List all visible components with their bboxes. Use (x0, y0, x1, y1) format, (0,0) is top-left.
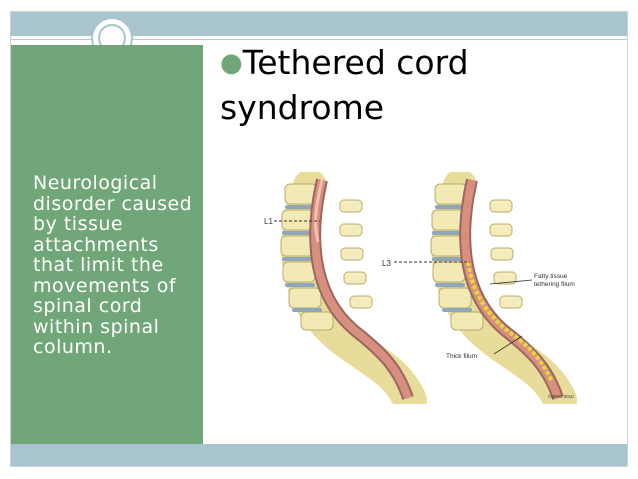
slide: Neurological disorder caused by tissue a… (10, 11, 628, 467)
top-divider (11, 39, 627, 40)
bullet-icon: ● (220, 48, 243, 78)
left-spine-diagram: L1 (264, 172, 427, 404)
side-description: Neurological disorder caused by tissue a… (33, 172, 193, 358)
fatty-tissue-label-line1: Fatty tissue (534, 273, 568, 280)
fatty-filum (466, 261, 554, 383)
title-text: Tethered cord syndrome (220, 43, 469, 127)
side-panel: Neurological disorder caused by tissue a… (11, 45, 203, 446)
fatty-tissue-label-line2: tethering filum (534, 281, 575, 288)
slide-title: ●Tethered cord syndrome (220, 42, 600, 128)
right-spinous-processes (489, 199, 523, 309)
right-spine-diagram: L3 Fatty tissue tethering filum Thick fi… (382, 172, 577, 404)
left-spinous-processes (339, 199, 373, 309)
left-discs (282, 205, 322, 312)
left-vertebrae (280, 183, 334, 331)
right-discs (432, 205, 472, 312)
thick-filum-label: Thick filum (446, 353, 477, 360)
left-level-label: L1 (264, 217, 273, 226)
bottom-band (11, 444, 627, 466)
illustration-credit: ©MMG 2010 (548, 393, 574, 399)
right-level-label: L3 (382, 259, 391, 268)
spine-illustration: L1 L3 Fatty t (264, 172, 577, 404)
